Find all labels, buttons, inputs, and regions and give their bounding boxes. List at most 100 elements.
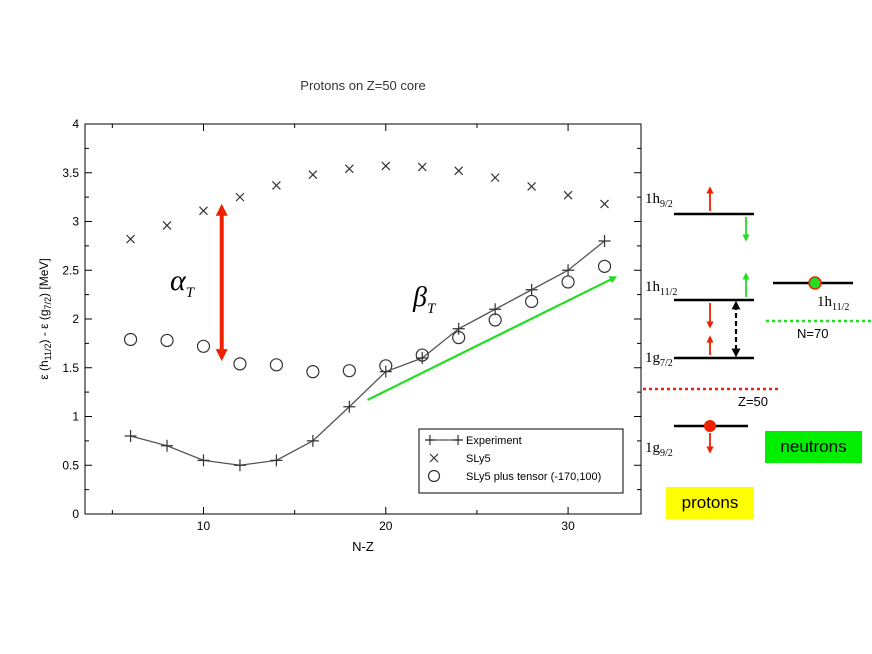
tensor-point xyxy=(342,364,356,378)
y-label-part-2: ) - ε (g xyxy=(37,309,51,343)
experiment-point xyxy=(197,454,210,467)
beta-subscript: T xyxy=(427,301,437,317)
level-base-1g9: 1g xyxy=(645,440,661,456)
experiment-point xyxy=(270,454,283,467)
sly5-point xyxy=(454,166,464,176)
x-tick-label: 10 xyxy=(197,519,211,533)
y-tick-label: 3.5 xyxy=(62,166,79,180)
tensor-point xyxy=(379,359,393,373)
sly5-point xyxy=(600,199,609,209)
neutrons-label: neutrons xyxy=(765,431,862,463)
sly5-point xyxy=(235,192,245,202)
sly5-point xyxy=(381,161,391,171)
protons-label: protons xyxy=(666,487,754,519)
legend-label: SLy5 plus tensor (-170,100) xyxy=(466,471,601,483)
level-sub-1h11: 11/2 xyxy=(660,287,677,298)
tensor-point xyxy=(415,348,429,362)
tensor-point xyxy=(488,313,502,327)
tensor-point xyxy=(597,259,612,273)
legend-swatch-circle xyxy=(427,469,441,483)
experiment-point xyxy=(489,303,502,316)
tensor-point xyxy=(269,358,284,372)
tensor-point xyxy=(561,275,575,289)
legend-swatch-plus xyxy=(425,435,435,445)
level-label-1g7: 1g7/2 xyxy=(645,350,673,369)
level-sub-1g9: 9/2 xyxy=(660,448,673,459)
tensor-point xyxy=(233,357,247,371)
y-axis-label: ε (h11/2) - ε (g7/2) [MeV] xyxy=(37,258,53,379)
sly5-point xyxy=(308,170,318,180)
y-tick-label: 2 xyxy=(72,312,79,326)
x-axis-label: N-Z xyxy=(352,539,374,554)
y-tick-label: 0.5 xyxy=(62,458,79,472)
sly5-point xyxy=(162,220,172,230)
experiment-point xyxy=(306,434,319,447)
legend-swatch-plus xyxy=(453,435,463,445)
series-3 xyxy=(123,259,612,379)
tensor-point xyxy=(525,294,539,309)
experiment-point xyxy=(124,430,137,442)
z50-label: Z=50 xyxy=(738,394,768,409)
beta-t-annotation: βT xyxy=(412,282,437,317)
sly5-point xyxy=(490,173,500,183)
y-label-part-3: ) [MeV] xyxy=(37,258,51,297)
sly5-point xyxy=(344,164,354,174)
level-label-1h9: 1h9/2 xyxy=(645,191,673,210)
series-1 xyxy=(124,235,611,472)
sly5-point xyxy=(527,181,537,191)
proton-dot xyxy=(704,420,716,432)
y-tick-label: 2.5 xyxy=(62,263,79,277)
y-tick-label: 1 xyxy=(72,410,79,424)
alpha-symbol: α xyxy=(170,264,187,297)
y-tick-label: 3 xyxy=(72,215,79,229)
legend-item: SLy5 plus tensor (-170,100) xyxy=(427,469,601,483)
level-diagram: 1h9/2 1h11/2 1g7/2 1g9/2 1h11/2 Z=50 N=7… xyxy=(643,186,872,459)
x-tick-label: 30 xyxy=(561,519,575,533)
legend-label: Experiment xyxy=(466,435,522,447)
beta-t-arrow xyxy=(367,276,618,401)
series-layer xyxy=(123,161,612,472)
sly5-point xyxy=(199,206,208,216)
y-tick-label: 0 xyxy=(72,507,79,521)
experiment-line xyxy=(130,240,605,466)
experiment-point xyxy=(343,400,356,413)
level-base-neutron-1h11: 1h xyxy=(817,294,833,310)
y-tick-label: 4 xyxy=(72,117,79,131)
level-base-1g7: 1g xyxy=(645,350,661,366)
chart-title: Protons on Z=50 core xyxy=(300,78,425,93)
experiment-point xyxy=(416,352,429,364)
tensor-point xyxy=(196,339,211,353)
y-label-sub-1: 11/2 xyxy=(43,343,53,360)
y-label-sub-2: 7/2 xyxy=(43,297,53,310)
legend-item: Experiment xyxy=(425,435,522,447)
experiment-point xyxy=(562,264,575,277)
level-sub-neutron-1h11: 11/2 xyxy=(832,302,849,313)
y-label-part-1: ε (h xyxy=(37,360,51,379)
neutron-dot xyxy=(808,276,822,290)
legend-item: SLy5 xyxy=(429,453,491,465)
level-label-1g9: 1g9/2 xyxy=(645,440,673,459)
experiment-point xyxy=(598,235,611,247)
sly5-point xyxy=(126,234,135,244)
level-base-1h9: 1h xyxy=(645,191,661,207)
level-label-1h11: 1h11/2 xyxy=(645,279,677,298)
experiment-point xyxy=(161,439,174,452)
level-label-neutron-1h11: 1h11/2 xyxy=(817,294,849,313)
level-sub-1g7: 7/2 xyxy=(660,358,673,369)
tensor-point xyxy=(452,330,466,345)
sly5-point xyxy=(271,181,281,190)
axes: 0 0.5 1 1.5 2 2.5 3 3.5 4 10 20 30 xyxy=(62,117,641,533)
level-sub-1h9: 9/2 xyxy=(660,199,673,210)
alpha-subscript: T xyxy=(186,285,196,301)
tensor-point xyxy=(160,333,174,348)
tensor-point xyxy=(306,365,320,379)
y-tick-label: 1.5 xyxy=(62,361,79,375)
x-tick-label: 20 xyxy=(379,519,393,533)
experiment-point xyxy=(452,322,465,335)
experiment-point xyxy=(233,459,246,472)
legend-label: SLy5 xyxy=(466,453,491,465)
n70-label: N=70 xyxy=(797,326,828,341)
